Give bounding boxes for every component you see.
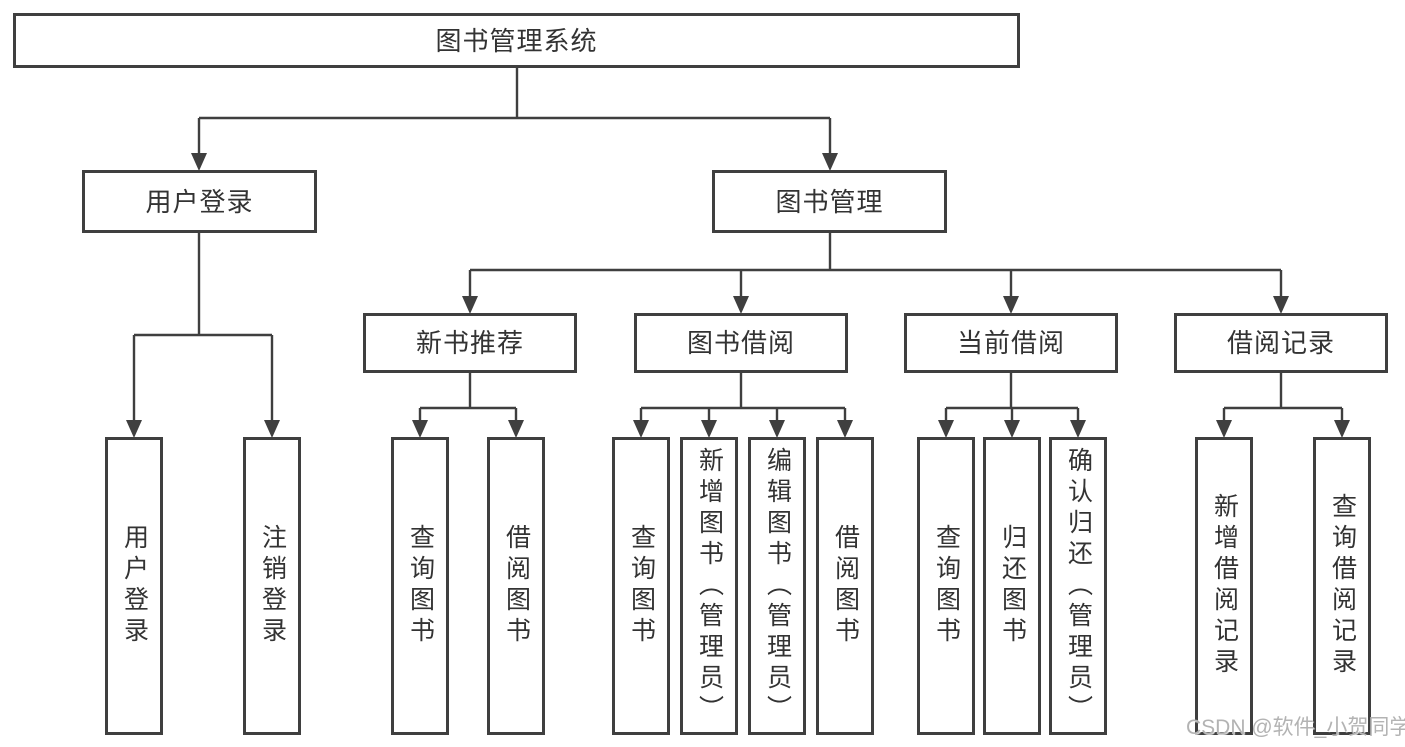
node-root-label: 图书管理系统 (435, 25, 598, 56)
leaf-br-add-record: 新增借阅记录 (1195, 437, 1253, 735)
leaf-bb-edit-book-admin-label: 编辑图书（管理员） (763, 446, 792, 726)
leaf-logout-label: 注销登录 (258, 524, 287, 648)
leaf-user-login-label: 用户登录 (120, 524, 149, 648)
node-book-management: 图书管理 (712, 170, 947, 233)
node-user-login: 用户登录 (82, 170, 317, 233)
leaf-bb-borrow-books-label: 借阅图书 (831, 524, 860, 648)
connector-book-borrowing-to-leaves (633, 373, 853, 438)
leaf-bb-borrow-books: 借阅图书 (816, 437, 874, 735)
connector-borrowing-records-to-leaves (1216, 373, 1350, 438)
node-book-borrowing-label: 图书借阅 (686, 328, 795, 358)
leaf-bb-add-book-admin-label: 新增图书（管理员） (695, 446, 724, 726)
node-root: 图书管理系统 (13, 13, 1020, 68)
node-new-book-recommend: 新书推荐 (363, 313, 577, 373)
leaf-bb-add-book-admin: 新增图书（管理员） (680, 437, 738, 735)
leaf-nbr-query-books: 查询图书 (391, 437, 449, 735)
node-book-borrowing: 图书借阅 (634, 313, 848, 373)
connector-root-to-level2 (191, 68, 838, 171)
leaf-nbr-borrow-books-label: 借阅图书 (502, 524, 531, 648)
connector-current-borrowing-to-leaves (938, 373, 1086, 438)
node-borrowing-records-label: 借阅记录 (1226, 328, 1335, 358)
leaf-nbr-query-books-label: 查询图书 (406, 524, 435, 648)
leaf-user-login: 用户登录 (105, 437, 163, 735)
leaf-br-query-record: 查询借阅记录 (1313, 437, 1371, 735)
node-book-management-label: 图书管理 (775, 186, 884, 217)
leaf-logout: 注销登录 (243, 437, 301, 735)
leaf-bb-query-books-label: 查询图书 (627, 524, 656, 648)
node-current-borrowing-label: 当前借阅 (956, 328, 1065, 358)
leaf-cb-return-books: 归还图书 (983, 437, 1041, 735)
leaf-nbr-borrow-books: 借阅图书 (487, 437, 545, 735)
csdn-watermark: CSDN @软件_小贺同学 (1186, 716, 1405, 739)
connector-user-login-to-leaves (126, 233, 280, 438)
leaf-bb-edit-book-admin: 编辑图书（管理员） (748, 437, 806, 735)
node-borrowing-records: 借阅记录 (1174, 313, 1388, 373)
connector-new-book-recommend-to-leaves (412, 373, 524, 438)
leaf-bb-query-books: 查询图书 (612, 437, 670, 735)
leaf-cb-confirm-return-admin: 确认归还（管理员） (1049, 437, 1107, 735)
leaf-cb-confirm-return-admin-label: 确认归还（管理员） (1064, 446, 1093, 726)
leaf-cb-query-books: 查询图书 (917, 437, 975, 735)
node-current-borrowing: 当前借阅 (904, 313, 1118, 373)
connector-book-management-to-level3 (462, 233, 1289, 314)
leaf-cb-return-books-label: 归还图书 (998, 524, 1027, 648)
node-new-book-recommend-label: 新书推荐 (415, 328, 524, 358)
leaf-br-query-record-label: 查询借阅记录 (1328, 493, 1357, 679)
leaf-br-add-record-label: 新增借阅记录 (1210, 493, 1239, 679)
leaf-cb-query-books-label: 查询图书 (932, 524, 961, 648)
node-user-login-label: 用户登录 (145, 186, 254, 217)
